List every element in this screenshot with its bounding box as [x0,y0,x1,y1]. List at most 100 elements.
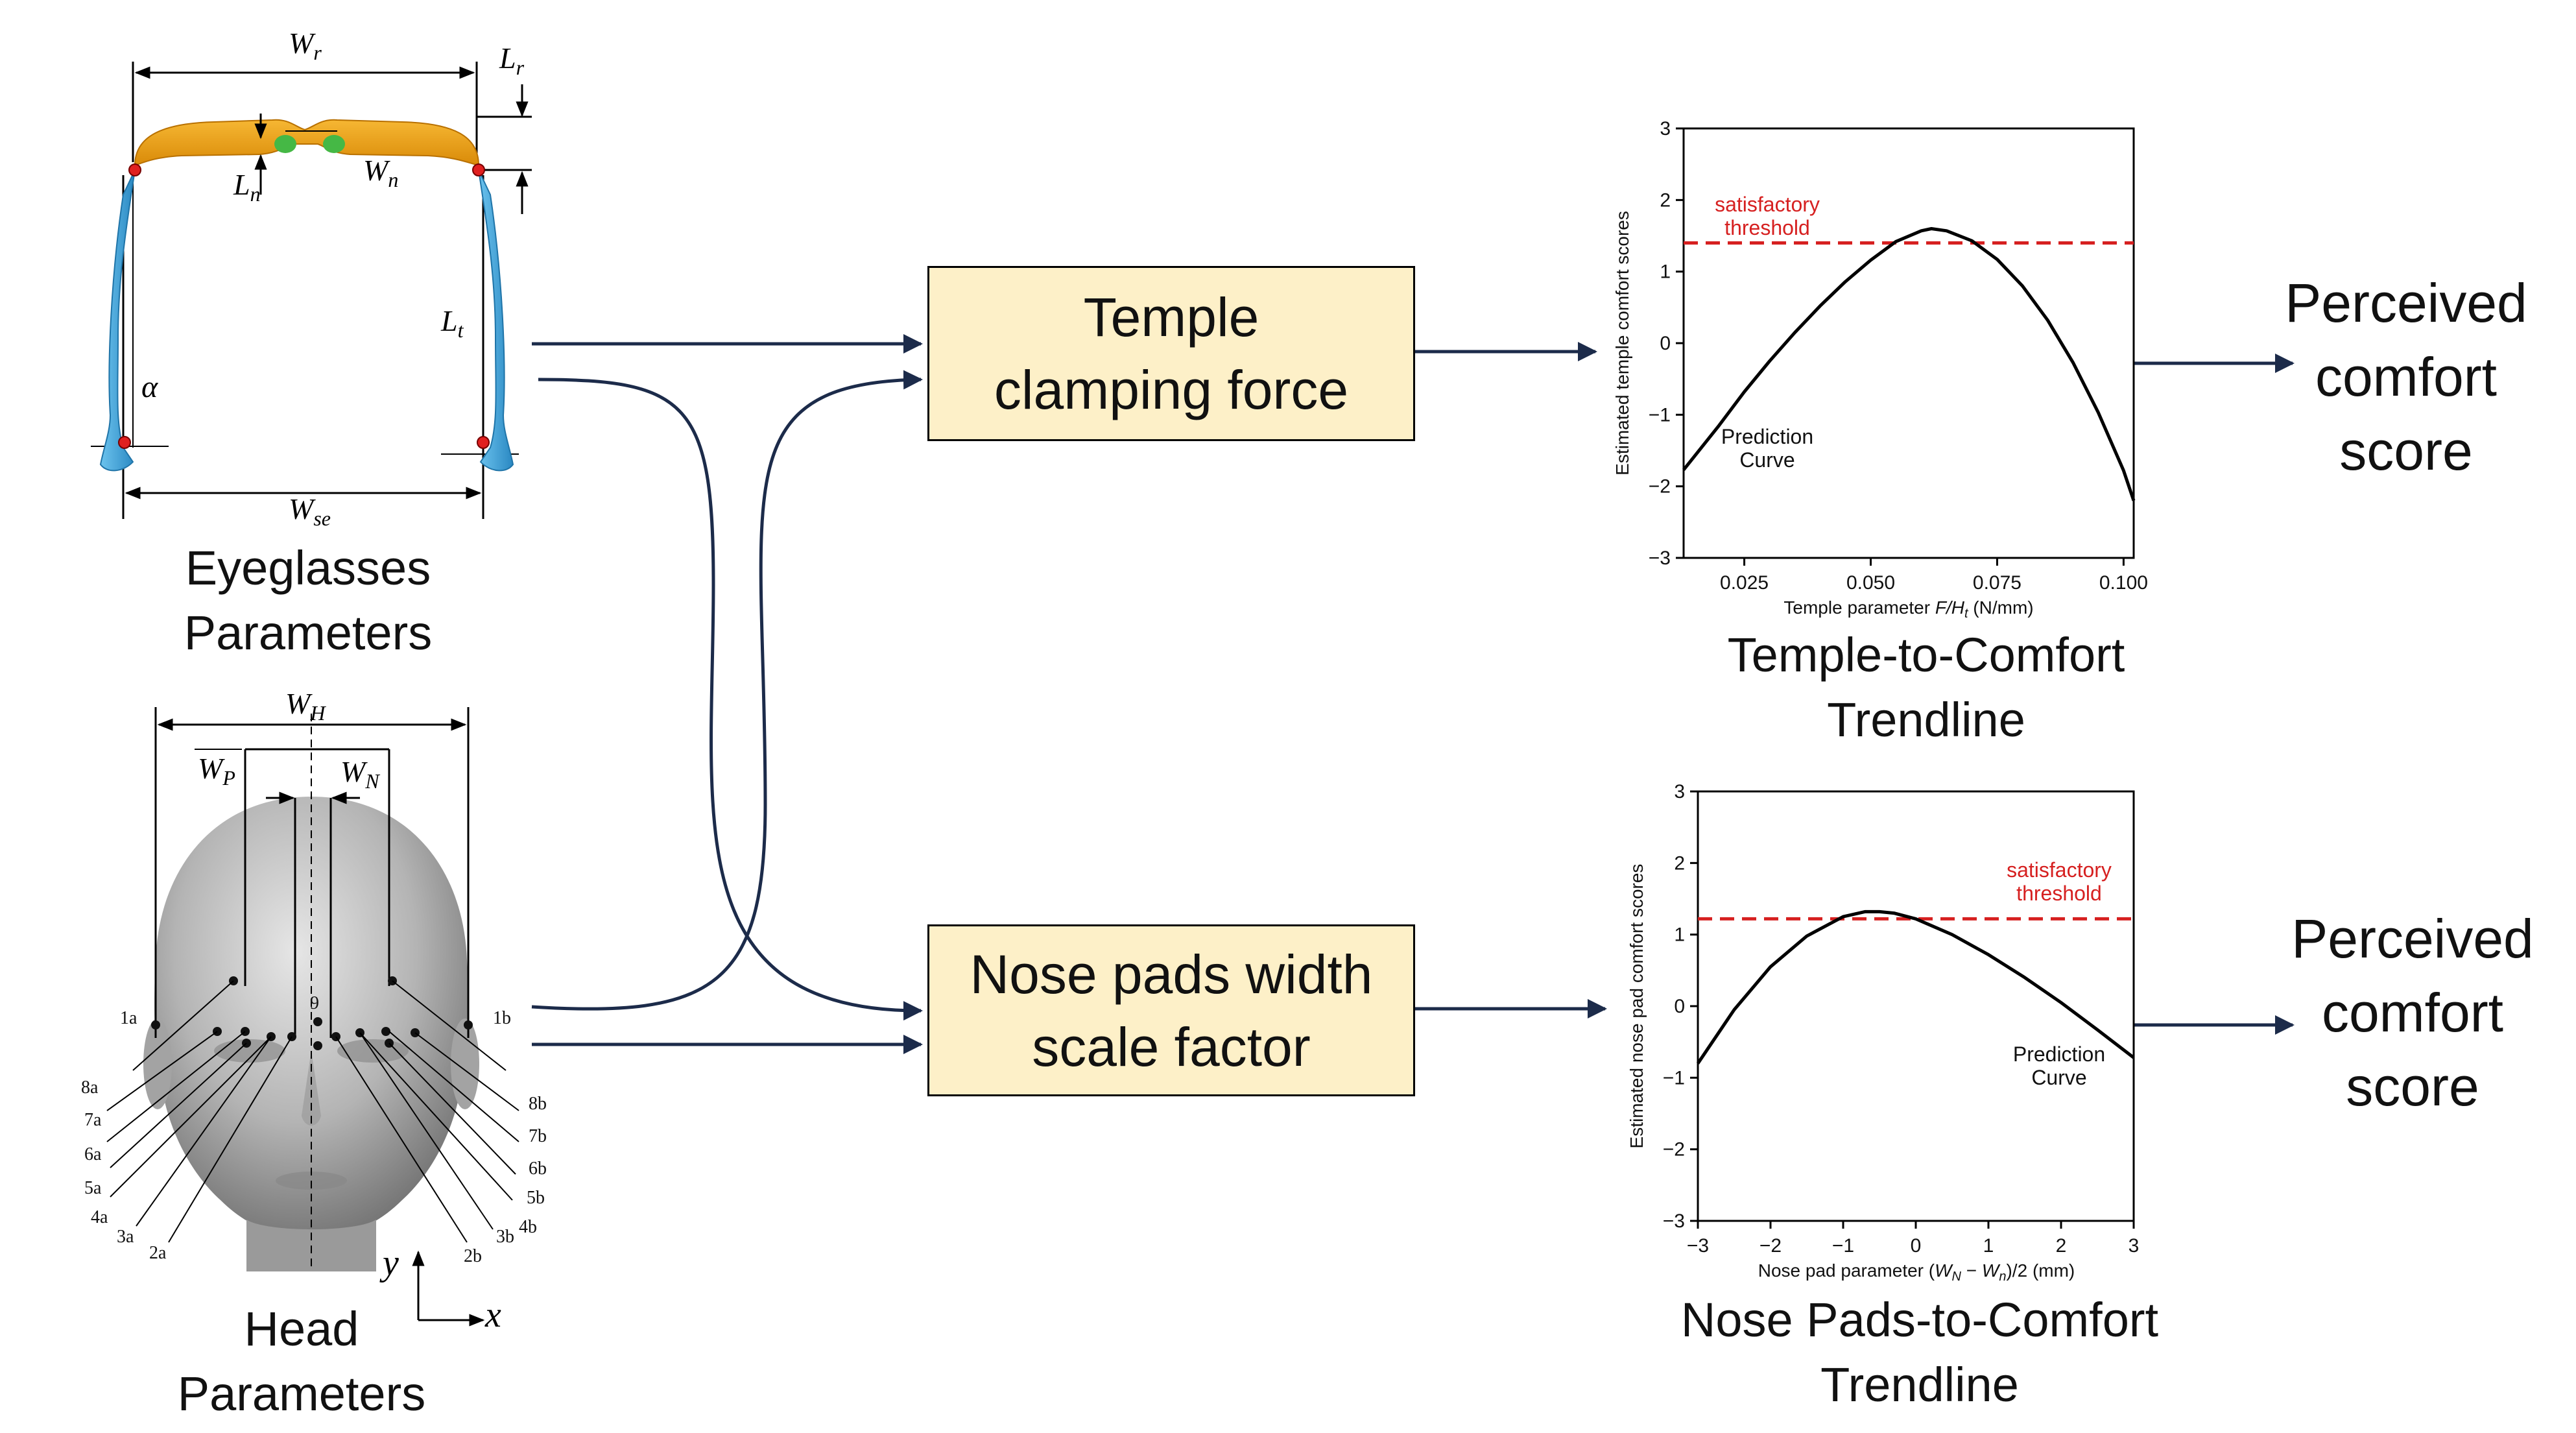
label-wn: Wn [363,154,398,191]
arrow-head-to-temple [531,370,923,1011]
prediction-curve [1696,909,2135,1065]
threshold-label-line2: threshold [2016,882,2102,905]
y-axis-label: y [379,1243,399,1283]
perceived-score-top-line2: comfort [2315,346,2498,407]
curve-label-line1: Prediction [2013,1042,2105,1066]
y-tick-label: 2 [1674,852,1685,874]
y-tick-label: 1 [1660,261,1671,283]
x-tick-label: −3 [1687,1235,1709,1257]
threshold-label-line1: satisfactory [2007,858,2112,882]
label-alpha: α [141,370,158,404]
head-illustration: WH WP WN [81,687,547,1335]
label-ln: Ln [233,168,261,206]
y-tick-label: −1 [1649,404,1671,426]
point-label-1b: 1b [493,1008,511,1028]
label-wh: WH [285,687,326,725]
x-tick-label: −1 [1832,1235,1854,1257]
eyeglasses-caption-line1: Eyeglasses [185,541,431,595]
nose-box-line2: scale factor [1032,1016,1311,1078]
x-axis-label: Nose pad parameter (WN − Wn)/2 (mm) [1758,1260,2075,1284]
temple-trend-caption-line2: Trendline [1827,693,2025,747]
point-label-2a: 2a [149,1243,167,1263]
head-caption: Head Parameters [136,1297,467,1427]
point-label-1a: 1a [120,1008,137,1028]
label-lt: Lt [440,304,464,342]
temple-box-line2: clamping force [994,359,1349,420]
y-tick-label: 0 [1660,333,1671,354]
point-label-4b: 4b [519,1217,537,1237]
point-label-5a: 5a [84,1178,102,1198]
nose-trend-caption-line1: Nose Pads-to-Comfort [1680,1293,2159,1347]
y-tick-label: −2 [1649,476,1671,498]
point-label-8a: 8a [81,1078,99,1098]
right-nose-pad [323,135,345,153]
x-tick-label: −2 [1759,1235,1782,1257]
perceived-score-bottom: Perceived comfort score [2276,902,2549,1124]
y-tick-label: 3 [1660,118,1671,139]
y-tick-label: −1 [1663,1067,1685,1089]
point-label-7a: 7a [84,1110,102,1130]
perceived-score-top-line3: score [2339,420,2473,481]
point-label-3a: 3a [117,1227,134,1247]
temple-box-line1: Temple [1083,287,1259,348]
x-tick-label: 3 [2129,1235,2140,1257]
right-tip-joint [477,436,490,449]
y-tick-label: −3 [1663,1210,1685,1232]
eyeglasses-caption: Eyeglasses Parameters [149,536,467,666]
curve-label-line2: Curve [1739,448,1795,472]
left-nose-pad [274,135,296,153]
point-label-3b: 3b [496,1227,514,1247]
nose-trend-caption-line2: Trendline [1820,1358,2019,1412]
label-wp: WP [198,752,235,789]
y-axis-label: Estimated nose pad comfort scores [1627,864,1647,1149]
label-wse: Wse [289,492,331,530]
point-label-4a: 4a [91,1207,108,1227]
perceived-score-bottom-line3: score [2346,1056,2479,1117]
left-tip-joint [118,436,131,449]
point-label-7b: 7b [529,1126,547,1146]
x-axis-label: x [484,1295,501,1335]
temple-clamping-force-box: Temple clamping force [927,266,1415,441]
perceived-score-bottom-line1: Perceived [2291,908,2534,969]
point-label-6b: 6b [529,1159,547,1179]
threshold-label-line1: satisfactory [1715,193,1820,216]
curve-label-line2: Curve [2031,1066,2086,1089]
eyeglasses-caption-line2: Parameters [184,606,433,660]
x-tick-label: 0 [1911,1235,1922,1257]
nose-trend-caption: Nose Pads-to-Comfort Trendline [1628,1288,2212,1417]
prediction-curve [1682,227,2136,501]
x-tick-label: 0.075 [1973,572,2021,594]
y-axis-label: Estimated temple comfort scores [1612,211,1632,476]
x-tick-label: 0.100 [2099,572,2148,594]
label-wn-head: WN [340,755,380,793]
y-tick-label: −2 [1663,1139,1685,1161]
left-hinge-joint [128,163,141,176]
x-tick-label: 2 [2056,1235,2067,1257]
head-caption-line2: Parameters [177,1367,426,1421]
frame-rim [134,119,480,167]
left-temple [99,169,136,472]
head-caption-line1: Head [244,1302,359,1356]
right-hinge-joint [472,163,485,176]
point-label-8b: 8b [529,1094,547,1114]
x-tick-label: 0.050 [1846,572,1895,594]
point-label-6a: 6a [84,1144,102,1164]
threshold-label-line2: threshold [1724,216,1810,239]
eyeglasses-illustration: Wr Lr Ln Wn Lt α Wse [91,27,532,530]
x-axis-label: Temple parameter F/Ht (N/mm) [1783,597,2033,621]
x-tick-label: 0.025 [1720,572,1769,594]
point-label-9: 9 [310,993,319,1013]
y-tick-label: 3 [1674,781,1685,802]
point-label-5b: 5b [527,1188,545,1208]
flow-arrows [531,334,2295,1054]
temple-trend-caption-line1: Temple-to-Comfort [1727,628,2125,682]
curve-label-line1: Prediction [1721,425,1813,448]
perceived-score-bottom-line2: comfort [2321,982,2504,1043]
label-lr: Lr [499,42,525,79]
nose-pads-scale-box: Nose pads width scale factor [927,924,1415,1096]
x-tick-label: 1 [1983,1235,1994,1257]
temple-trend-caption: Temple-to-Comfort Trendline [1660,623,2192,753]
perceived-score-top: Perceived comfort score [2270,266,2542,488]
